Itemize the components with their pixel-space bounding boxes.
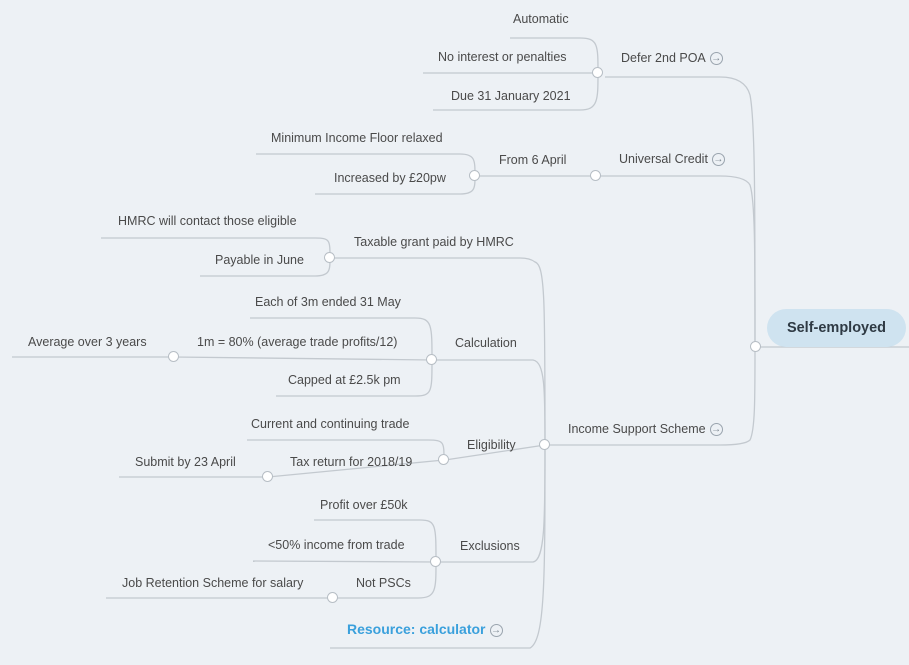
topic-resource-calculator[interactable]: Resource: calculator: [347, 621, 503, 639]
topic-payable-june[interactable]: Payable in June: [215, 252, 304, 268]
topic-label: Current and continuing trade: [251, 417, 410, 431]
arrow-right-icon[interactable]: [709, 51, 723, 67]
from6-node-dot[interactable]: [469, 170, 480, 181]
avg3-node-dot[interactable]: [168, 351, 179, 362]
root-topic[interactable]: Self-employed: [767, 309, 906, 347]
topic-label: Submit by 23 April: [135, 455, 236, 469]
topic-calculation[interactable]: Calculation: [455, 335, 517, 351]
topic-label: Payable in June: [215, 253, 304, 267]
topic-label: Exclusions: [460, 539, 520, 553]
topic-label: Defer 2nd POA: [621, 51, 706, 65]
topic-profit-50k[interactable]: Profit over £50k: [320, 497, 408, 513]
topic-label: Taxable grant paid by HMRC: [354, 235, 514, 249]
topic-income-support-scheme[interactable]: Income Support Scheme: [568, 421, 723, 438]
topic-defer-2nd-poa[interactable]: Defer 2nd POA: [621, 50, 723, 67]
root-node-dot[interactable]: [750, 341, 761, 352]
arrow-right-icon[interactable]: [709, 422, 723, 438]
topic-capped[interactable]: Capped at £2.5k pm: [288, 372, 401, 388]
topic-label: Eligibility: [467, 438, 516, 452]
topic-due-date[interactable]: Due 31 January 2021: [451, 88, 571, 104]
topic-each-3m[interactable]: Each of 3m ended 31 May: [255, 294, 401, 310]
topic-lt50-income[interactable]: <50% income from trade: [268, 537, 405, 553]
topic-exclusions[interactable]: Exclusions: [460, 538, 520, 554]
iss-node-dot[interactable]: [539, 439, 550, 450]
topic-universal-credit[interactable]: Universal Credit: [619, 151, 725, 168]
calc-node-dot[interactable]: [426, 354, 437, 365]
topic-label: From 6 April: [499, 153, 567, 167]
topic-automatic[interactable]: Automatic: [513, 11, 569, 27]
topic-label: Not PSCs: [356, 576, 411, 590]
topic-from-6-april[interactable]: From 6 April: [499, 152, 566, 168]
taxable-node-dot[interactable]: [324, 252, 335, 263]
root-topic-label: Self-employed: [786, 320, 887, 336]
topic-label: Tax return for 2018/19: [290, 455, 413, 469]
topic-label: HMRC will contact those eligible: [118, 214, 297, 228]
topic-label: Minimum Income Floor relaxed: [271, 131, 443, 145]
topic-label: Due 31 January 2021: [451, 89, 571, 103]
topic-label: Calculation: [455, 336, 517, 350]
topic-current-trade[interactable]: Current and continuing trade: [251, 416, 409, 432]
arrow-right-icon[interactable]: [489, 623, 503, 639]
arrow-right-icon[interactable]: [711, 152, 725, 168]
topic-label: Automatic: [513, 12, 569, 26]
notpsc-node-dot[interactable]: [327, 592, 338, 603]
topic-label: <50% income from trade: [268, 538, 405, 552]
topic-submit-23-april[interactable]: Submit by 23 April: [135, 454, 236, 470]
topic-no-interest[interactable]: No interest or penalties: [438, 49, 567, 65]
uc-node-dot[interactable]: [590, 170, 601, 181]
topic-eligibility[interactable]: Eligibility: [467, 437, 516, 453]
topic-job-retention[interactable]: Job Retention Scheme for salary: [122, 575, 303, 591]
topic-label: Job Retention Scheme for salary: [122, 576, 304, 590]
elig-node-dot[interactable]: [438, 454, 449, 465]
topic-label: Increased by £20pw: [334, 171, 446, 185]
topic-label: Average over 3 years: [28, 335, 147, 349]
topic-label: Profit over £50k: [320, 498, 408, 512]
topic-label: Capped at £2.5k pm: [288, 373, 401, 387]
topic-label: No interest or penalties: [438, 50, 567, 64]
topic-tax-return[interactable]: Tax return for 2018/19: [290, 454, 412, 470]
topic-increased-20pw[interactable]: Increased by £20pw: [334, 170, 446, 186]
excl-node-dot[interactable]: [430, 556, 441, 567]
topic-not-pscs[interactable]: Not PSCs: [356, 575, 411, 591]
topic-label: 1m = 80% (average trade profits/12): [197, 335, 398, 349]
topic-label: Income Support Scheme: [568, 422, 706, 436]
topic-taxable-grant[interactable]: Taxable grant paid by HMRC: [354, 234, 514, 250]
topic-1m-80pct[interactable]: 1m = 80% (average trade profits/12): [197, 334, 397, 350]
resource-link[interactable]: Resource: calculator: [347, 621, 486, 637]
topic-label: Universal Credit: [619, 152, 708, 166]
topic-mif-relaxed[interactable]: Minimum Income Floor relaxed: [271, 130, 443, 146]
topic-hmrc-contact[interactable]: HMRC will contact those eligible: [118, 213, 297, 229]
topic-label: Each of 3m ended 31 May: [255, 295, 401, 309]
taxreturn-node-dot[interactable]: [262, 471, 273, 482]
defer-node-dot[interactable]: [592, 67, 603, 78]
topic-average-3-years[interactable]: Average over 3 years: [28, 334, 147, 350]
